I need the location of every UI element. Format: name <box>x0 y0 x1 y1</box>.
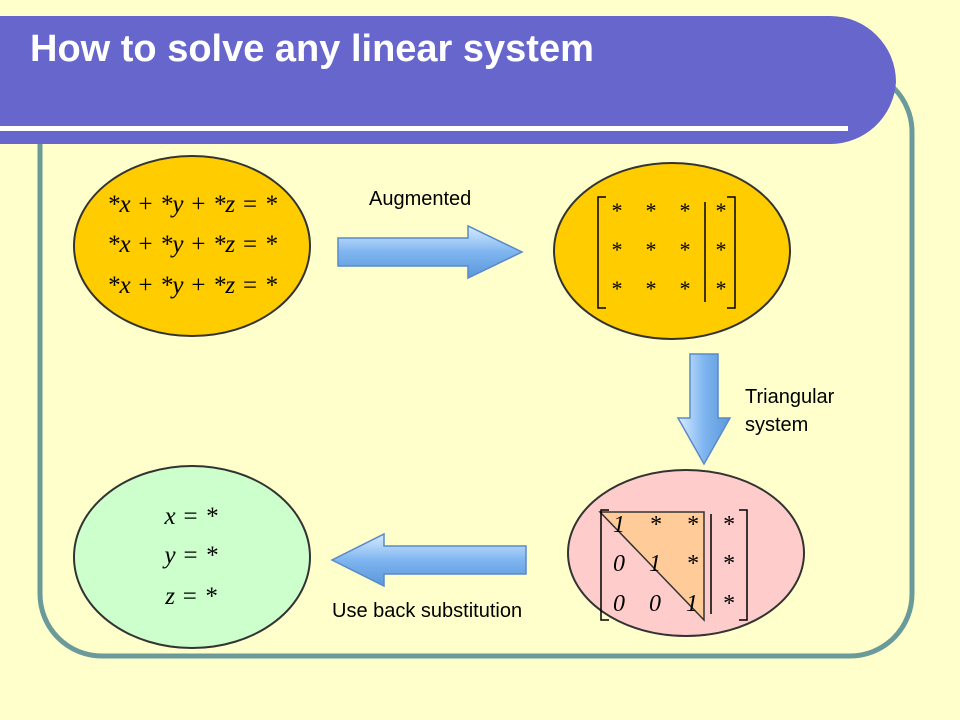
matrix-cell: * <box>611 237 622 262</box>
solution-ellipse <box>73 465 311 649</box>
augmented-label: Augmented <box>369 188 472 210</box>
right-bracket <box>727 196 736 309</box>
arrow-left <box>330 532 527 588</box>
matrix-cell: * <box>645 237 656 262</box>
matrix-cell: * <box>645 198 656 223</box>
matrix-cell: 1 <box>649 551 661 577</box>
matrix-cell: 1 <box>686 591 698 617</box>
matrix-cell: * <box>722 512 734 538</box>
matrix-cell: * <box>649 512 661 538</box>
matrix-cell: * <box>679 276 690 301</box>
matrix-cell: * <box>722 591 734 617</box>
equation-row: *x + *y + *z = * <box>107 231 278 258</box>
arrow-right <box>337 224 524 280</box>
solution-row: y = * <box>162 542 218 569</box>
solution-row: x = * <box>164 503 218 530</box>
solution-row: z = * <box>164 583 217 610</box>
triangular-system-label: Triangular system <box>745 383 834 439</box>
system-ellipse <box>73 155 311 337</box>
arrow-down <box>676 353 732 466</box>
title-underline <box>0 126 848 131</box>
upper-triangle-highlight <box>598 511 705 622</box>
matrix-cell: 0 <box>649 591 661 617</box>
triangular-matrix <box>600 509 748 621</box>
left-bracket <box>600 509 609 621</box>
matrix-cell: 1 <box>613 512 625 538</box>
augmented-matrix-ellipse <box>553 162 791 340</box>
matrix-cell: * <box>715 198 726 223</box>
matrix-cell: * <box>679 198 690 223</box>
matrix-cell: * <box>686 512 698 538</box>
matrix-cell: 0 <box>613 551 625 577</box>
right-bracket <box>739 509 748 621</box>
equation-row: *x + *y + *z = * <box>107 272 278 299</box>
solution-values: x = * y = * z = * <box>162 503 218 610</box>
equation-row: *x + *y + *z = * <box>107 191 278 218</box>
title-bar <box>0 16 896 145</box>
matrix-cell: * <box>645 276 656 301</box>
matrix-cell: * <box>715 237 726 262</box>
triangular-label-line: Triangular <box>745 386 835 408</box>
left-bracket <box>597 196 606 309</box>
matrix-cell: 0 <box>613 591 625 617</box>
matrix-cell: * <box>611 198 622 223</box>
back-substitution-label: Use back substitution <box>332 600 523 622</box>
matrix-cell: * <box>679 237 690 262</box>
matrix-cell: * <box>715 276 726 301</box>
triangular-label-line: system <box>745 414 809 436</box>
matrix-cell: * <box>722 551 734 577</box>
equation-system: *x + *y + *z = * *x + *y + *z = * *x + *… <box>107 191 278 299</box>
augmented-matrix <box>597 196 736 309</box>
matrix-cell: * <box>686 551 698 577</box>
page-title: How to solve any linear system <box>30 28 594 70</box>
augmented-matrix-cells: * * * * * * * * * * * * <box>611 198 726 301</box>
matrix-cell: * <box>611 276 622 301</box>
